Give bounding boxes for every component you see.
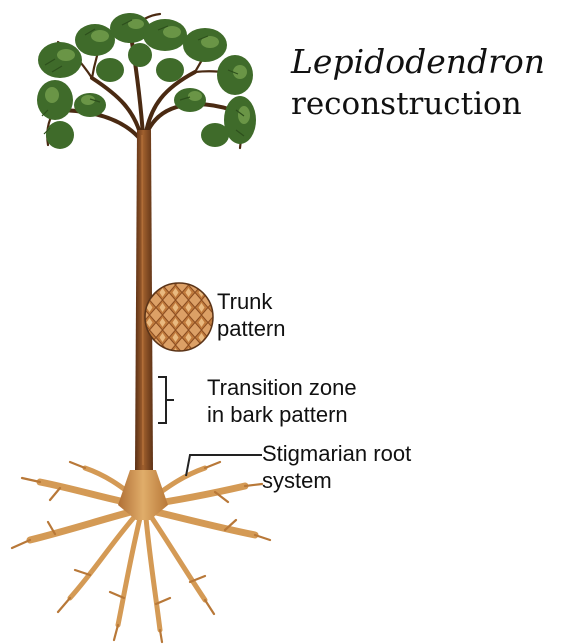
label-line: Trunk [217,289,273,314]
stigmarian-roots [10,460,272,644]
trunk [135,130,153,470]
label-line: system [262,468,332,493]
label-line: in bark pattern [207,402,348,427]
label-root-system: Stigmarian root system [262,440,411,494]
label-line: Stigmarian root [262,441,412,466]
label-transition-zone: Transition zone in bark pattern [207,374,357,428]
title-genus: Lepidodendron [291,42,546,81]
tree-crown [37,12,256,150]
root-leader-line [185,454,262,477]
trunk-pattern-circle [144,282,214,352]
label-trunk-pattern: Trunk pattern [217,288,286,342]
title-subtitle: reconstruction [291,86,522,122]
label-line: Transition zone [207,375,357,400]
label-line: pattern [217,316,286,341]
transition-bracket [158,376,174,424]
